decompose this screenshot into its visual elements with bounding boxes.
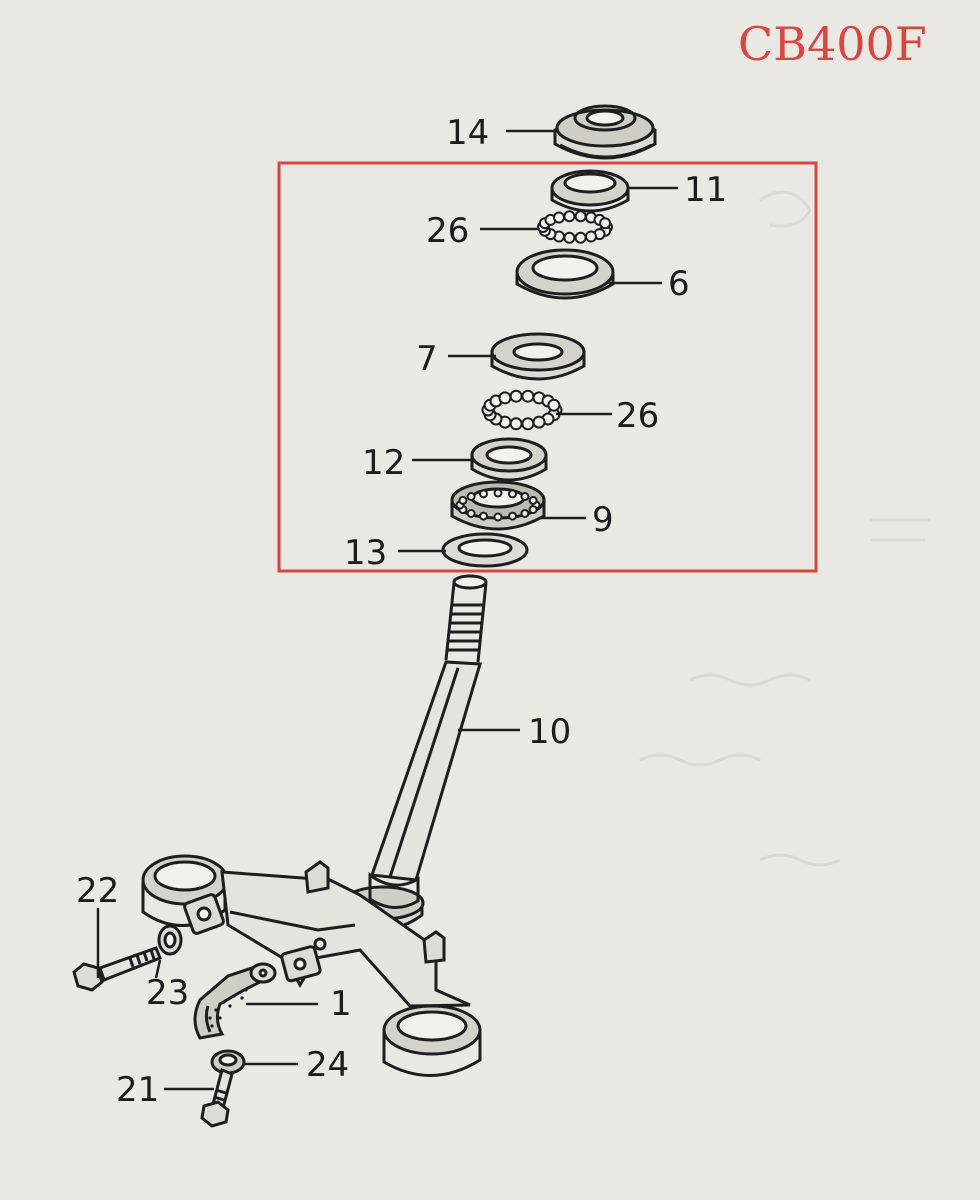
steel-ball	[466, 492, 476, 501]
steel-ball	[520, 509, 530, 518]
label-part-7: 7	[416, 339, 438, 379]
steel-ball	[458, 495, 468, 505]
part-10-steering-stem	[341, 574, 488, 931]
part-14-top-nut	[553, 104, 657, 160]
part-26-upper-steel-balls	[537, 210, 613, 244]
part-12-lower-race	[470, 437, 548, 482]
steel-ball	[547, 398, 561, 412]
part-1-hose-clamp	[193, 962, 277, 1040]
part-26-lower-steel-balls	[481, 389, 563, 431]
steel-ball	[508, 489, 517, 499]
steel-ball	[563, 231, 576, 244]
leader-lines	[96, 129, 678, 1091]
label-part-21: 21	[116, 1070, 159, 1110]
part-11-upper-race	[550, 169, 630, 213]
steel-ball	[479, 511, 488, 521]
steel-ball	[466, 509, 476, 518]
model-title: CB400F	[738, 17, 927, 71]
label-part-22: 22	[76, 871, 119, 911]
steel-ball	[574, 210, 587, 223]
steel-ball	[532, 415, 546, 429]
label-part-24: 24	[306, 1045, 349, 1085]
label-part-11: 11	[684, 170, 727, 210]
lower-fork-bracket	[141, 854, 482, 1077]
label-part-6: 6	[668, 264, 690, 304]
label-part-1: 1	[330, 984, 352, 1024]
steel-ball	[479, 489, 488, 499]
steel-ball	[528, 505, 538, 515]
part-9-lower-bearing	[450, 480, 546, 531]
steel-ball	[563, 210, 576, 223]
steel-ball	[528, 495, 538, 505]
steel-ball	[498, 391, 512, 405]
label-part-9: 9	[592, 500, 614, 540]
label-part-23: 23	[146, 973, 189, 1013]
part-23-washer	[157, 924, 183, 956]
label-part-26-lower: 26	[616, 396, 659, 436]
part-21-bolt	[200, 1067, 234, 1128]
steel-ball	[585, 230, 597, 243]
steel-ball	[521, 417, 535, 431]
label-part-13: 13	[344, 533, 387, 573]
steel-ball	[493, 512, 503, 522]
part-7-outer-race	[490, 332, 586, 381]
steel-ball	[599, 217, 612, 230]
label-part-14: 14	[446, 113, 489, 153]
steel-ball	[520, 492, 530, 501]
label-part-26-upper: 26	[426, 211, 469, 251]
steel-ball	[521, 389, 535, 403]
steel-ball	[574, 231, 587, 244]
steel-ball	[509, 417, 523, 431]
part-13-dust-seal	[441, 532, 529, 568]
part-24-washer	[210, 1049, 246, 1075]
steel-ball	[508, 511, 517, 521]
label-part-12: 12	[362, 443, 405, 483]
part-6-cone-race	[515, 248, 615, 300]
part-22-bolt	[72, 946, 162, 992]
paper-background	[639, 190, 930, 867]
steel-ball	[553, 211, 565, 224]
highlight-box	[277, 161, 818, 573]
label-part-10: 10	[528, 712, 571, 752]
steel-ball	[509, 389, 523, 403]
steel-ball	[493, 488, 503, 498]
part-labels: 14 11 26 6 7 26 12 9 13 10 22 23 1 24 21	[76, 113, 727, 1110]
